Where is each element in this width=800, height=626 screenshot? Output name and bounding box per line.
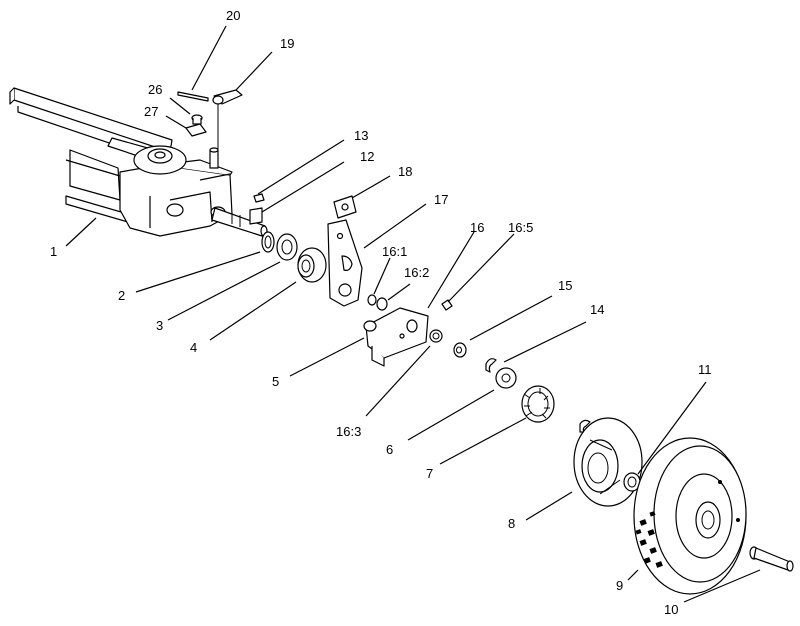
callout-18: 18 (398, 164, 412, 179)
callout-6: 6 (386, 442, 393, 457)
part-16-5-screw (441, 299, 453, 311)
part-18-clip (333, 195, 357, 219)
part-12-spring (249, 207, 263, 225)
callout-5: 5 (272, 374, 279, 389)
callout-19: 19 (280, 36, 294, 51)
leader-lines (65, 25, 761, 603)
callout-4: 4 (190, 340, 197, 355)
part-15-washer (453, 342, 467, 358)
callout-16: 16 (470, 220, 484, 235)
callout-8: 8 (508, 516, 515, 531)
gearbox-housing (119, 145, 233, 237)
part-16-bracket (363, 307, 429, 367)
callout-16-1: 16:1 (382, 244, 407, 259)
callout-17: 17 (434, 192, 448, 207)
callout-16-3: 16:3 (336, 424, 361, 439)
callout-15: 15 (558, 278, 572, 293)
part-2-retaining-ring (261, 231, 275, 253)
callout-12: 12 (360, 149, 374, 164)
callout-20: 20 (226, 8, 240, 23)
part-16-2-bushing (376, 297, 388, 311)
callout-10: 10 (664, 602, 678, 617)
callout-2: 2 (118, 288, 125, 303)
part-27-clip (185, 123, 207, 137)
part-3-washer (276, 233, 298, 261)
part-20-pin (177, 91, 209, 102)
callout-13: 13 (354, 128, 368, 143)
part-19-lever (212, 89, 243, 150)
part-6-bushing (495, 367, 517, 389)
callout-labels: 20 19 26 27 13 12 18 17 16 16:5 16:1 16:… (50, 8, 712, 617)
callout-1: 1 (50, 244, 57, 259)
part-8-drive-gear (573, 417, 643, 507)
part-4-bushing (297, 247, 327, 283)
part-17-plate (327, 219, 363, 307)
part-14-e-clip (485, 358, 497, 373)
callout-27: 27 (144, 104, 158, 119)
callout-7: 7 (426, 466, 433, 481)
part-7-pinion-gear (521, 385, 555, 423)
part-13-key (253, 193, 265, 203)
callout-9: 9 (616, 578, 623, 593)
callout-26: 26 (148, 82, 162, 97)
part-16-1-bushing (367, 294, 377, 306)
part-16-3-bushing (429, 329, 443, 343)
callout-3: 3 (156, 318, 163, 333)
callout-11: 11 (698, 362, 712, 377)
callout-16-2: 16:2 (404, 265, 429, 280)
part-26-bolt (191, 114, 203, 125)
part-9-wheel (633, 437, 747, 595)
part-10-bolt (749, 546, 794, 572)
callout-16-5: 16:5 (508, 220, 533, 235)
callout-14: 14 (590, 302, 604, 317)
